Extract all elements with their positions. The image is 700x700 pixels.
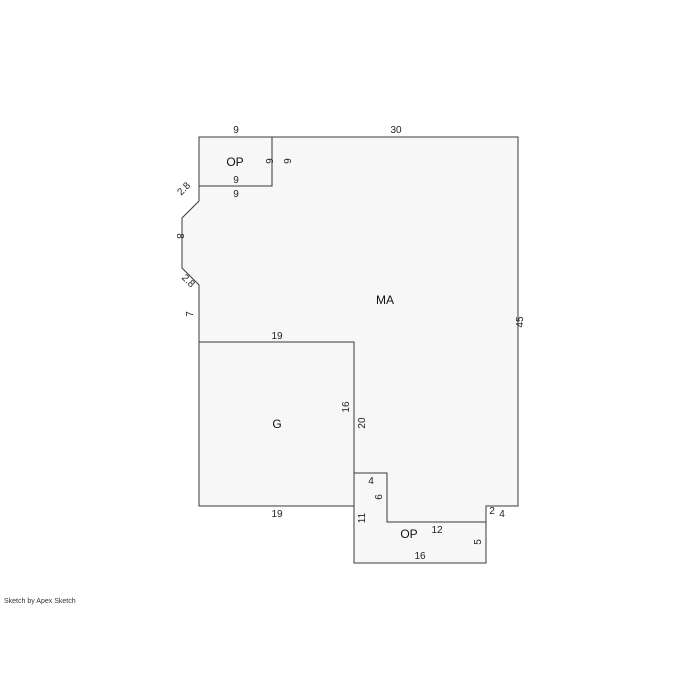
dim-garage-right-outer: 16 [341, 401, 352, 413]
dim-op-bottom-upper: 9 [233, 175, 239, 186]
dim-left-wall: 8 [174, 233, 185, 239]
top-porch-outline [198, 136, 273, 187]
dim-top-right: 30 [390, 125, 402, 136]
bottom-porch-outline [353, 472, 487, 564]
dim-op-right-inner: 6 [263, 158, 274, 164]
dim-porch-left: 11 [357, 512, 368, 523]
sketch-credit: Sketch by Apex Sketch [4, 598, 76, 605]
dim-top-left: 9 [233, 125, 239, 136]
garage-outline [198, 341, 355, 507]
main-area-label: MA [376, 293, 394, 307]
dim-porch-bottom: 16 [414, 551, 426, 562]
dim-garage-bottom: 19 [271, 509, 283, 520]
dim-notch-top: 4 [368, 476, 374, 487]
dim-porch-top-edge: 12 [431, 525, 443, 536]
garage-label: G [272, 417, 281, 431]
dim-right-wall: 45 [515, 316, 526, 328]
dim-porch-right-outer: 4 [499, 509, 505, 520]
dim-op-right-outer: 6 [281, 158, 292, 164]
dim-op-bottom-lower: 9 [233, 189, 239, 200]
dim-notch-side: 6 [374, 494, 385, 500]
dim-garage-top: 19 [271, 331, 283, 342]
dim-garage-right-inner: 20 [357, 417, 368, 429]
dim-left-lower: 7 [185, 311, 196, 317]
top-porch-label: OP [226, 155, 243, 169]
dim-diag-top: 2.8 [175, 180, 193, 198]
dim-porch-right-small: 2 [489, 506, 495, 517]
dim-porch-right: 5 [473, 539, 484, 545]
bottom-porch-label: OP [400, 527, 417, 541]
